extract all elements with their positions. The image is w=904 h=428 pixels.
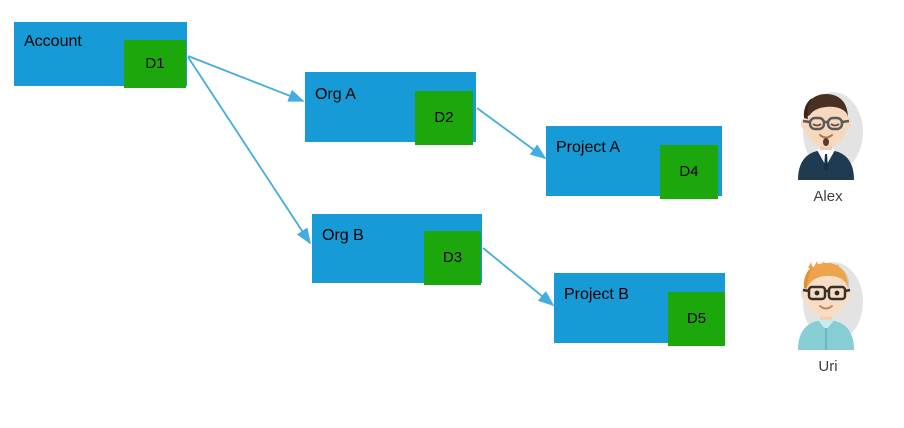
node-project-b-tag-label: D5 [686, 310, 707, 327]
node-project-a-tag-label: D4 [679, 163, 699, 180]
avatar-man-glasses-shirt-icon [786, 258, 870, 350]
person-uri[interactable]: Uri [786, 258, 870, 375]
node-account-tag-label: D1 [145, 55, 165, 72]
node-project-b-tag[interactable]: D5 [668, 292, 725, 346]
node-org-a-tag-label: D2 [434, 109, 454, 126]
person-alex[interactable]: Alex [786, 88, 870, 205]
node-project-a-tag[interactable]: D4 [660, 145, 718, 199]
node-account-tag[interactable]: D1 [124, 40, 186, 88]
node-org-b-tag[interactable]: D3 [424, 231, 481, 285]
connector-org-a-to-project-a [476, 107, 547, 160]
avatar-man-glasses-suit-icon [786, 88, 870, 180]
node-org-a-tag[interactable]: D2 [415, 91, 473, 145]
connector-account-to-org-a [187, 55, 305, 102]
connector-account-to-org-b [187, 56, 311, 245]
person-uri-name: Uri [818, 358, 838, 375]
person-alex-name: Alex [813, 188, 843, 205]
connector-org-b-to-project-b [482, 247, 555, 307]
node-org-b-tag-label: D3 [442, 249, 463, 266]
